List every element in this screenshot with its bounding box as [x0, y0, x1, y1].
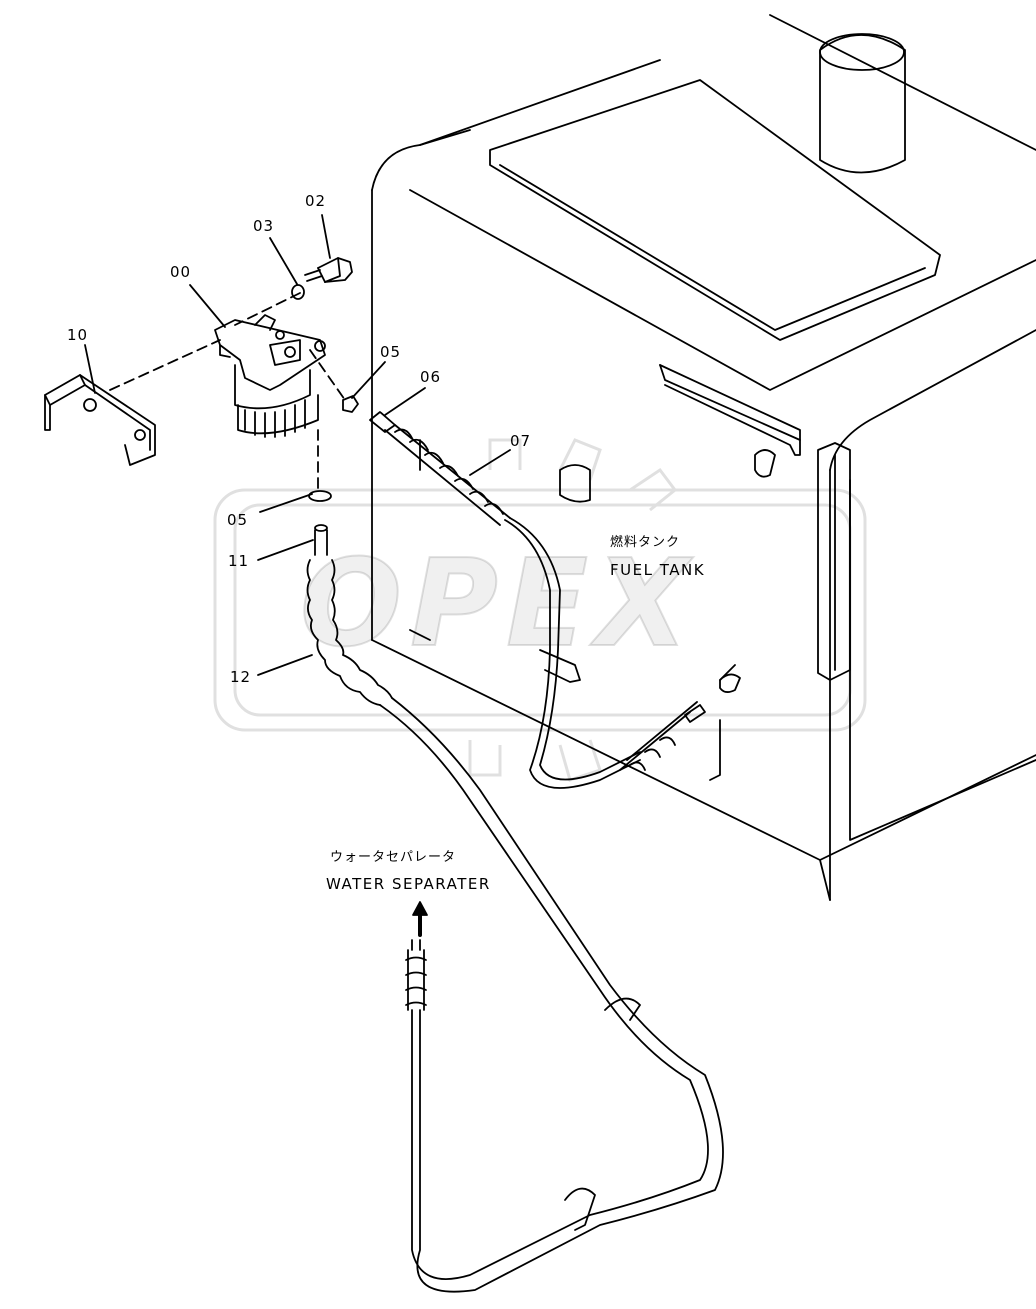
fuel-tank [371, 14, 1036, 901]
label-part-07: 07 [510, 432, 532, 450]
label-part-03: 03 [253, 217, 275, 235]
label-part-06: 06 [420, 368, 442, 386]
fuel-tank-label-en: FUEL TANK [610, 561, 706, 579]
label-part-11: 11 [228, 552, 250, 570]
washer-part-05-upper [342, 395, 359, 413]
watermark-text: OPEX [299, 534, 697, 675]
label-part-02: 02 [305, 192, 327, 210]
label-part-12: 12 [230, 668, 252, 686]
hose-part-11-12 [306, 524, 724, 1293]
hose-part-06-07 [369, 411, 706, 789]
label-leaders [84, 214, 511, 676]
leader-lines [109, 292, 346, 491]
bolt-part-02 [304, 257, 353, 283]
washer-part-05-lower [308, 490, 332, 502]
water-separator-label-jp: ウォータセパレータ [330, 850, 457, 865]
fuel-tank-label-jp: 燃料タンク [610, 535, 681, 550]
label-part-10: 10 [67, 326, 89, 344]
water-separator-label-en: WATER SEPARATER [326, 875, 491, 893]
label-part-00: 00 [170, 263, 192, 281]
label-part-05-upper: 05 [380, 343, 402, 361]
flow-arrow [412, 901, 428, 937]
washer-part-03 [291, 284, 305, 300]
bracket-part-10 [44, 374, 156, 466]
label-part-05-lower: 05 [227, 511, 249, 529]
water-separator-part-00 [214, 314, 326, 438]
